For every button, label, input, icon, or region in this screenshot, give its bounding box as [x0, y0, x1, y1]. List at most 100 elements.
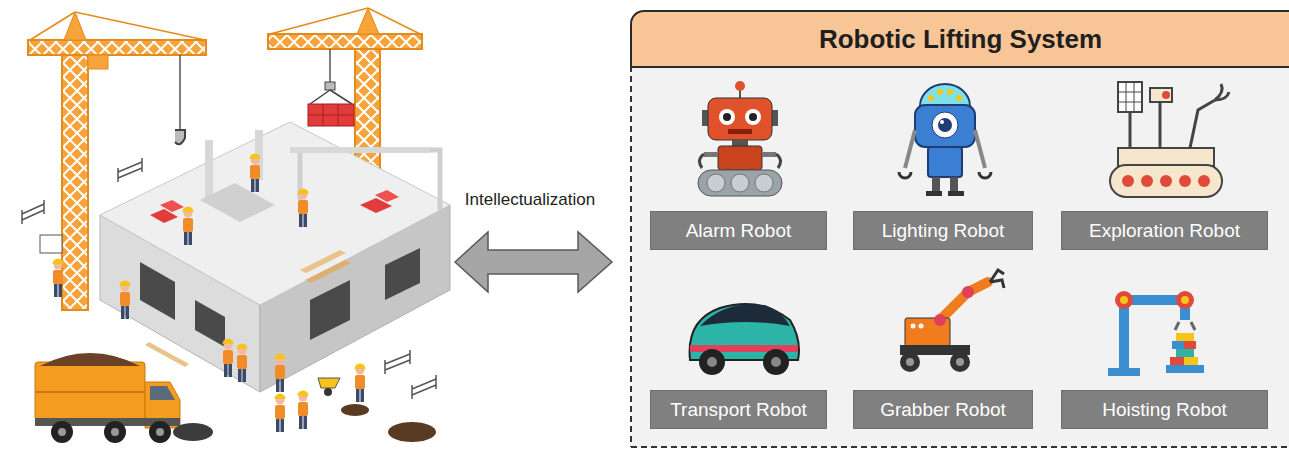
- panel-ground: [631, 66, 1289, 447]
- grabber-robot-icon: [911, 324, 916, 329]
- exploration-robot-icon: [1118, 82, 1142, 112]
- panel-ground: [631, 446, 1289, 448]
- hoisting-robot-icon: [1172, 341, 1184, 349]
- lighting-robot-icon: [950, 177, 958, 191]
- grabber-robot-icon: [900, 352, 920, 372]
- barrier: [385, 350, 410, 374]
- dump-truck: [35, 391, 145, 393]
- barrier: [412, 375, 436, 399]
- worker: [223, 339, 234, 378]
- dump-truck: [40, 353, 140, 366]
- alarm-robot-icon: [739, 90, 741, 98]
- worker: [275, 394, 286, 433]
- lighting-robot-icon: [940, 120, 944, 124]
- tower-crane: [325, 82, 335, 90]
- tower-crane: [268, 34, 422, 49]
- grabber-robot-icon: [919, 324, 924, 329]
- hoisting-robot-icon: [1175, 322, 1195, 330]
- wheelbarrow: [318, 378, 340, 388]
- building: [145, 342, 189, 367]
- transport-robot-icon: [690, 304, 799, 375]
- robot-name: Grabber Robot: [880, 399, 1006, 421]
- building: [160, 200, 184, 212]
- dump-truck: [51, 421, 73, 443]
- tower-crane: [28, 40, 206, 55]
- transport-robot-icon: [699, 349, 725, 375]
- lighting-robot-icon: [905, 130, 985, 168]
- wheelbarrow: [324, 388, 332, 396]
- alarm-robot-icon: [708, 98, 772, 140]
- exploration-robot-icon: [1122, 175, 1134, 187]
- building: [375, 190, 399, 202]
- worker: [183, 207, 194, 246]
- robot-label-box: Alarm Robot: [650, 211, 827, 250]
- hoisting-robot-icon: [1170, 357, 1184, 365]
- grabber-robot-icon: [900, 270, 1004, 372]
- alarm-robot-icon: [723, 113, 731, 121]
- building: [200, 183, 275, 222]
- alarm-robot-icon: [755, 174, 773, 192]
- wheelbarrow: [318, 378, 340, 396]
- grabber-robot-icon: [950, 352, 970, 372]
- system-panel: Robotic Lifting SystemAlarm RobotLightin…: [630, 10, 1289, 447]
- alarm-robot-icon: [762, 152, 776, 157]
- tower-crane: [175, 130, 185, 144]
- hoisting-robot-icon: [1124, 300, 1185, 372]
- alarm-robot-icon: [699, 154, 780, 168]
- worker: [298, 189, 309, 228]
- lighting-robot-icon: [947, 89, 953, 95]
- lighting-robot-icon: [948, 191, 964, 196]
- grabber-robot-icon: [934, 314, 946, 326]
- hoisting-robot-icon: [1108, 291, 1204, 376]
- hoisting-robot-icon: [1108, 368, 1140, 376]
- tower-crane: [30, 12, 205, 40]
- dirt-pile: [173, 404, 436, 442]
- robot-name: Hoisting Robot: [1102, 399, 1227, 421]
- exploration-robot-icon: [1118, 148, 1214, 166]
- hoisting-robot-icon: [1176, 291, 1194, 309]
- grabber-robot-icon: [990, 270, 1004, 288]
- dump-truck: [35, 362, 145, 420]
- exploration-robot-icon: [1159, 100, 1162, 148]
- worker: [237, 344, 248, 383]
- exploration-robot-icon: [1110, 82, 1229, 197]
- plan-board: [40, 235, 62, 253]
- dump-truck: [111, 428, 119, 436]
- panel-ground: [632, 66, 1289, 447]
- transport-robot-icon: [700, 304, 790, 326]
- lighting-robot-icon: [926, 191, 942, 196]
- lighting-robot-icon: [956, 95, 962, 101]
- dump-truck: [150, 386, 175, 400]
- robot-name: Lighting Robot: [882, 220, 1005, 242]
- tower-crane: [62, 40, 88, 310]
- alarm-robot-icon: [707, 174, 725, 192]
- dump-truck: [35, 353, 180, 443]
- dump-truck: [156, 428, 164, 436]
- building: [195, 300, 225, 347]
- robot-name: Exploration Robot: [1089, 220, 1240, 242]
- dirt-pile: [388, 422, 436, 442]
- alarm-robot-icon: [735, 81, 745, 91]
- dump-truck: [58, 428, 66, 436]
- alarm-robot-icon: [702, 110, 708, 126]
- grabber-robot-icon: [906, 358, 914, 366]
- lighting-robot-icon: [928, 147, 962, 177]
- alarm-robot-icon: [719, 109, 735, 125]
- hoisting-robot-icon: [1184, 357, 1198, 365]
- robot-label-box: Lighting Robot: [853, 211, 1033, 250]
- hoisting-robot-icon: [1184, 341, 1196, 349]
- lighting-robot-icon: [899, 84, 991, 196]
- building: [290, 147, 430, 153]
- alarm-robot-icon: [728, 129, 752, 134]
- worker: [250, 154, 261, 193]
- lighting-robot-icon: [932, 177, 940, 191]
- transport-robot-icon: [771, 357, 781, 367]
- robot-label-box: Exploration Robot: [1061, 211, 1268, 250]
- exploration-robot-icon: [1160, 175, 1172, 187]
- alarm-robot-icon: [772, 110, 778, 126]
- lighting-robot-icon: [920, 84, 970, 106]
- robot-name: Alarm Robot: [686, 220, 792, 242]
- hoisting-robot-icon: [1115, 291, 1133, 309]
- worker: [298, 391, 309, 430]
